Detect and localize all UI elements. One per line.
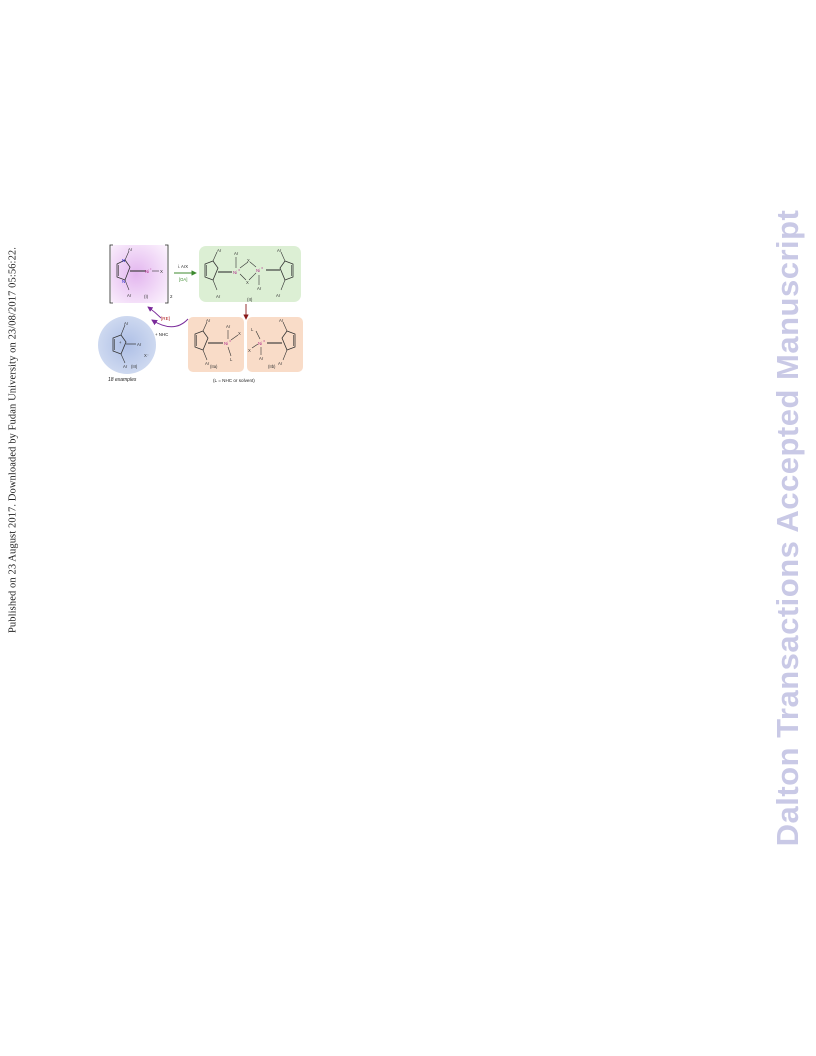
reaction-scheme-graphic: Ar Ar N N Ni I X 2 (I) i. ArX [OA] Ar Ar… xyxy=(98,244,303,383)
svg-text:Ar: Ar xyxy=(123,364,128,369)
svg-text:X: X xyxy=(248,348,251,353)
svg-text:Ar: Ar xyxy=(137,342,142,347)
complex-i: Ar Ar N N Ni I X 2 (I) xyxy=(109,244,173,304)
complex-iia-label: (IIa) xyxy=(210,364,218,369)
svg-text:Ar: Ar xyxy=(217,248,222,253)
svg-text:L: L xyxy=(230,357,233,362)
svg-text:Ar: Ar xyxy=(124,321,129,326)
svg-text:Ni: Ni xyxy=(224,341,228,346)
svg-text:Ar: Ar xyxy=(205,361,210,366)
complex-iia-iib: Ar Ar Ni II Ar X L (IIa) Ar Ar Ni II L X… xyxy=(188,317,303,383)
svg-text:L: L xyxy=(251,327,254,332)
nhc-addition-label: + NHC xyxy=(155,332,168,337)
reductive-elimination-label: [RE] xyxy=(161,316,170,321)
svg-text:Ar: Ar xyxy=(278,361,283,366)
imidazolium-charge: + xyxy=(119,340,122,345)
svg-text:Ar: Ar xyxy=(276,293,281,298)
oxidative-addition-label: [OA] xyxy=(179,277,187,282)
svg-text:Ar: Ar xyxy=(277,248,282,253)
oxidative-addition-step: i. ArX [OA] xyxy=(174,264,197,282)
complex-ii-label: (II) xyxy=(247,297,253,302)
complex-ii: Ar Ar Ni II Ni II X X Ar Ar Ar Ar (II) xyxy=(199,246,301,302)
aryl-top-text: Ar xyxy=(128,247,133,252)
nickel-label: Ni xyxy=(145,269,149,274)
aryl-halide-reagent: i. ArX xyxy=(178,264,188,269)
bridging-halide-bottom: X xyxy=(246,280,249,285)
counterion: X⁻ xyxy=(144,353,149,358)
reaction-scheme: Ar Ar N N Ni I X 2 (I) i. ArX [OA] Ar Ar… xyxy=(92,240,308,390)
nickel-oxidation-state: I xyxy=(151,267,152,271)
nitrogen-bottom: N xyxy=(122,279,125,284)
ligand-definition-note: (L = NHC or solvent) xyxy=(213,378,255,383)
nickel-left: Ni xyxy=(233,270,237,275)
svg-text:Ni: Ni xyxy=(258,341,262,346)
svg-text:Ar: Ar xyxy=(206,318,211,323)
accepted-manuscript-watermark: Dalton Transactions Accepted Manuscript xyxy=(770,209,805,847)
svg-text:Ar: Ar xyxy=(226,324,231,329)
svg-text:Ar: Ar xyxy=(259,356,264,361)
halide-label: X xyxy=(160,269,163,274)
svg-text:II: II xyxy=(239,268,241,272)
complex-i-label: (I) xyxy=(144,294,149,299)
bracket-subscript: 2 xyxy=(170,294,173,299)
nitrogen-top: N xyxy=(122,258,125,263)
examples-count: 18 examples xyxy=(108,377,137,383)
svg-text:II: II xyxy=(264,339,266,343)
aryl-left-on-nickel: Ar xyxy=(234,251,239,256)
aryl-bottom-text: Ar xyxy=(127,293,132,298)
svg-text:X: X xyxy=(238,331,241,336)
product-iii: Ar Ar Ar + X⁻ (III) 18 examples xyxy=(98,316,156,383)
product-iii-label: (III) xyxy=(131,364,138,369)
svg-text:Ar: Ar xyxy=(216,294,221,299)
bridging-halide-top: X xyxy=(247,258,250,263)
svg-text:II: II xyxy=(230,339,232,343)
aryl-right-on-nickel: Ar xyxy=(257,286,262,291)
complex-iib-label: (IIb) xyxy=(268,364,276,369)
reductive-elimination-step: [RE] + NHC xyxy=(147,306,189,337)
svg-text:Ar: Ar xyxy=(279,318,284,323)
download-citation: Published on 23 August 2017. Downloaded … xyxy=(7,246,19,634)
svg-text:II: II xyxy=(262,266,264,270)
nickel-right: Ni xyxy=(256,268,260,273)
